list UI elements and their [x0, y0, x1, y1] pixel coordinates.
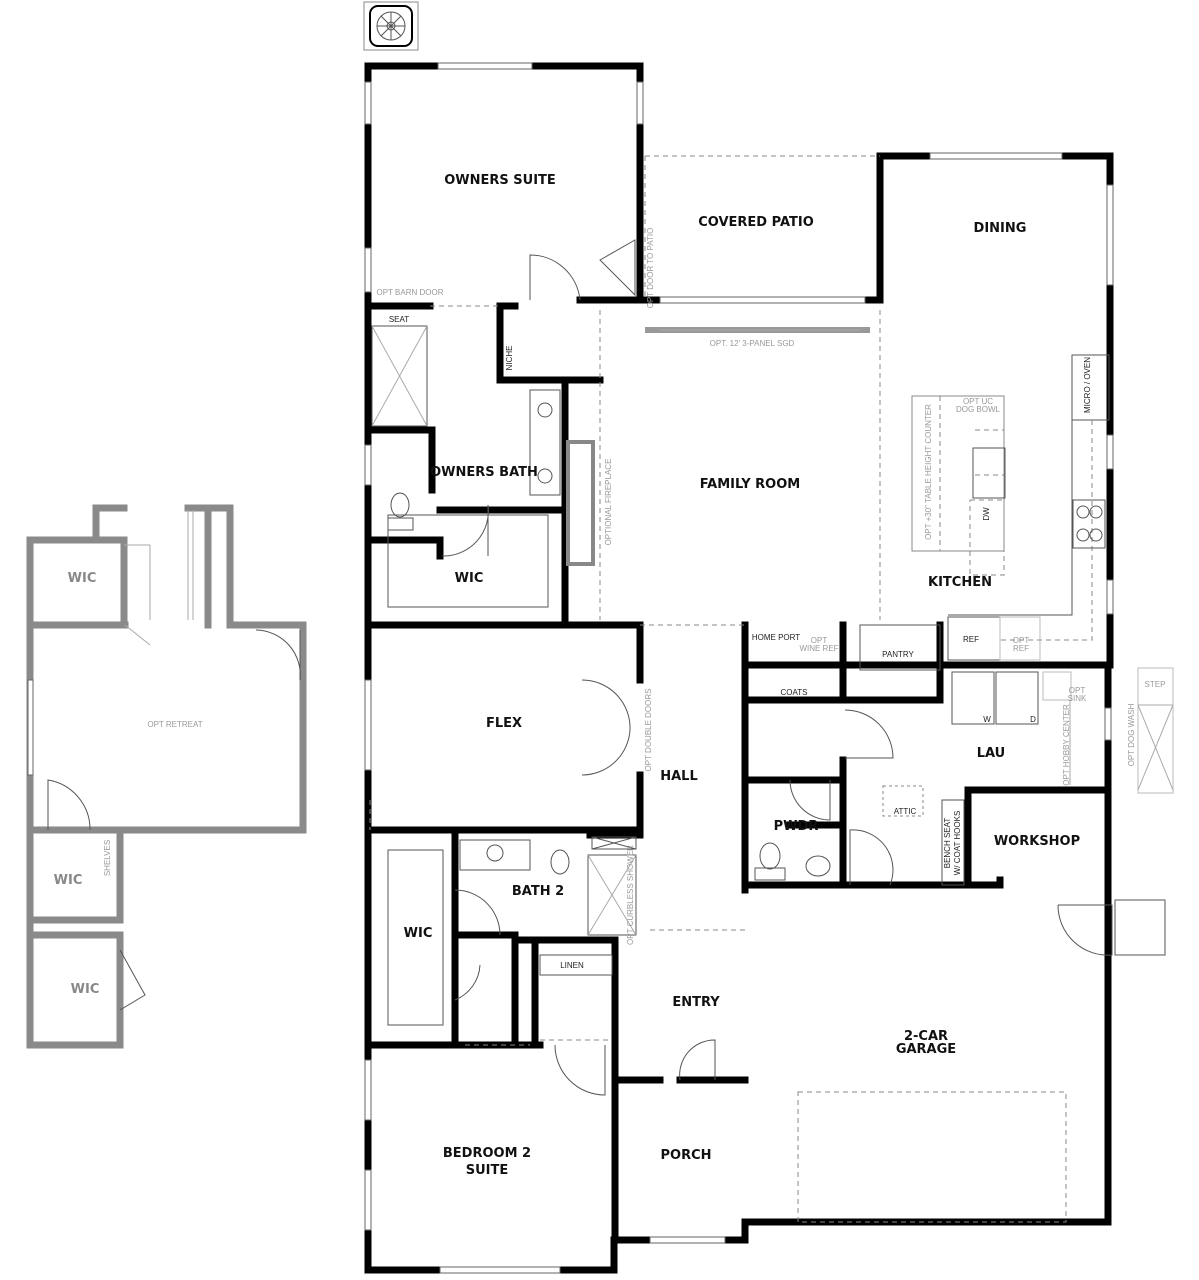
bed2-wic-label: WIC	[404, 926, 433, 941]
optional-retreat-plan: WIC OPT RETREAT WIC SHELVES WIC	[26, 504, 307, 1049]
workshop-label: WORKSHOP	[994, 834, 1080, 849]
owners-bath-label: OWNERS BATH	[430, 465, 538, 480]
opt-door-to-patio-note: OPT DOOR TO PATIO	[646, 228, 655, 309]
coats-note: COATS	[781, 688, 808, 697]
opt-sink-note-1: OPT	[1069, 686, 1086, 695]
bench-seat-note-1: BENCH SEAT	[943, 818, 952, 869]
lau-label: LAU	[977, 746, 1006, 761]
curbless-shower-note: OPT CURBLESS SHOWER	[626, 845, 635, 945]
optional-fireplace-note: OPTIONAL FIREPLACE	[604, 459, 613, 546]
wic-top-label: WIC	[68, 571, 97, 586]
ref-note: REF	[963, 635, 979, 644]
dining-label: DINING	[974, 221, 1027, 236]
wic-mid-label: WIC	[54, 873, 83, 888]
opt-retreat-label: OPT RETREAT	[147, 720, 202, 729]
attic-note: ATTIC	[894, 807, 917, 816]
plan-notes: OPT BARN DOOR SEAT NICHE OPT DOOR TO PAT…	[377, 228, 1166, 970]
kitchen-label: KITCHEN	[928, 575, 992, 590]
dw-note: DW	[982, 507, 991, 521]
owners-wic-label: WIC	[455, 571, 484, 586]
dog-wash-note: OPT DOG WASH	[1127, 703, 1136, 766]
step-note: STEP	[1145, 680, 1166, 689]
pantry-note: PANTRY	[882, 650, 914, 659]
porch-label: PORCH	[660, 1148, 711, 1163]
opt-barn-door-note: OPT BARN DOOR	[377, 288, 444, 297]
wine-ref-note-1: OPT	[811, 636, 828, 645]
bedroom2-label-1: BEDROOM 2	[443, 1146, 531, 1161]
dryer-note: D	[1030, 715, 1036, 724]
opt-ref-note-2: REF	[1013, 644, 1029, 653]
room-labels: OWNERS SUITE COVERED PATIO DINING OWNERS…	[404, 173, 1081, 1178]
fixtures	[369, 155, 1174, 1223]
opt-sink-note-2: SINK	[1068, 694, 1087, 703]
bench-seat-note-2: W/ COAT HOOKS	[953, 811, 962, 876]
bath2-label: BATH 2	[512, 884, 564, 899]
washer-note: W	[983, 715, 991, 724]
double-doors-note: OPT DOUBLE DOORS	[644, 689, 653, 772]
dog-bowl-note-2: DOG BOWL	[956, 405, 1001, 414]
garage-label-1: 2-CAR	[904, 1029, 948, 1044]
pwdr-label: PWDR	[774, 819, 819, 834]
flex-label: FLEX	[486, 716, 522, 731]
covered-patio-label: COVERED PATIO	[698, 215, 814, 230]
windows	[364, 62, 1114, 1274]
hall-label: HALL	[660, 769, 698, 784]
wine-ref-note-2: WINE REF	[799, 644, 838, 653]
hobby-center-note: OPT HOBBY CENTER	[1062, 704, 1071, 786]
wic-bottom-label: WIC	[71, 982, 100, 997]
seat-note: SEAT	[389, 315, 409, 324]
niche-note: NICHE	[505, 346, 514, 371]
walls	[364, 62, 1114, 1274]
bedroom2-label-2: SUITE	[466, 1163, 509, 1178]
garage-label-2: GARAGE	[896, 1042, 956, 1057]
entry-label: ENTRY	[672, 995, 720, 1010]
linen-note: LINEN	[560, 961, 584, 970]
table-counter-note: OPT +30" TABLE HEIGHT COUNTER	[924, 404, 933, 540]
home-port-note: HOME PORT	[752, 633, 800, 642]
dog-bowl-note-1: OPT UC	[963, 397, 993, 406]
opt-sgd-note: OPT. 12' 3-PANEL SGD	[710, 339, 795, 348]
skylight-icon	[363, 1, 419, 51]
shelves-label: SHELVES	[103, 840, 112, 876]
family-room-label: FAMILY ROOM	[700, 477, 800, 492]
micro-oven-note: MICRO / OVEN	[1083, 357, 1092, 413]
opt-ref-note-1: OPT	[1013, 636, 1030, 645]
owners-suite-label: OWNERS SUITE	[444, 173, 556, 188]
